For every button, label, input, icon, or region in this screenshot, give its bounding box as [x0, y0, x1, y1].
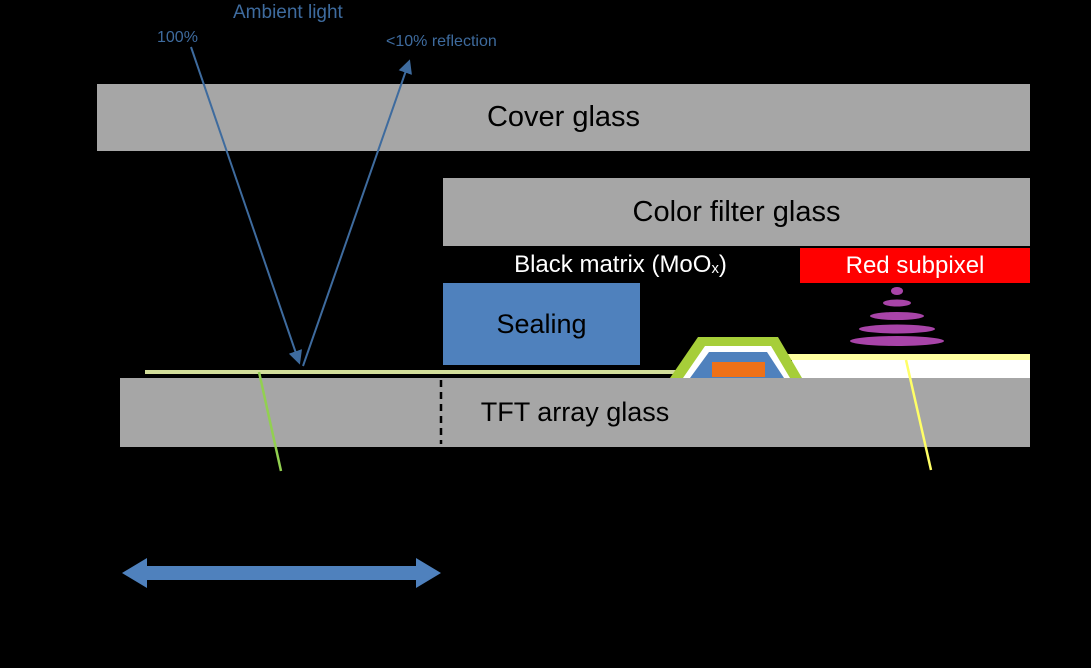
red-subpixel-label: Red subpixel — [845, 251, 985, 279]
cover-glass-layer: Cover glass — [97, 84, 1030, 151]
color-filter-glass-layer: Color filter glass — [443, 178, 1030, 246]
tft-array-glass-layer: TFT array glass — [120, 378, 1030, 447]
tft-white-layer — [683, 346, 790, 378]
red-subpixel-block: Red subpixel — [800, 248, 1030, 283]
incident-percent-label: 100% — [157, 29, 198, 46]
tft-orange-layer — [712, 362, 765, 377]
tft-array-glass-label: TFT array glass — [480, 397, 670, 427]
width-double-arrow — [122, 558, 441, 588]
sealing-block: Sealing — [443, 283, 640, 365]
black-matrix-text: Black matrix (MoO — [514, 251, 712, 278]
black-matrix-suffix-text: ) — [718, 251, 727, 278]
pale-yellow-layer — [788, 354, 1030, 360]
pale-green-layer — [145, 370, 682, 374]
tft-green-mesa — [670, 337, 802, 378]
sealing-label: Sealing — [496, 308, 587, 339]
cover-glass-label: Cover glass — [486, 101, 641, 133]
emission-cone-icon — [850, 287, 944, 346]
color-filter-glass-label: Color filter glass — [632, 195, 841, 228]
tft-structure — [670, 337, 802, 378]
white-layer — [792, 359, 1030, 378]
ambient-light-label: Ambient light — [233, 2, 343, 23]
reflection-percent-label: <10% reflection — [386, 33, 497, 50]
tft-blue-layer — [690, 352, 784, 378]
